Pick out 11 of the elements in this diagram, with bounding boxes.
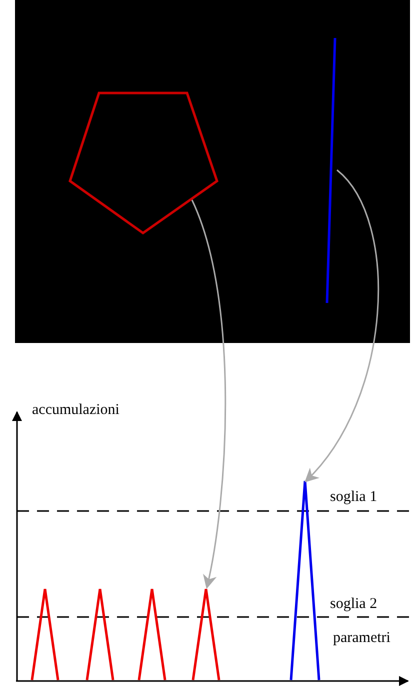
histogram-peak	[86, 588, 114, 680]
axis-title: accumulazioni	[32, 403, 120, 418]
histogram-peak	[192, 588, 220, 680]
histogram-peak	[138, 588, 166, 680]
pentagon-shape	[70, 93, 217, 233]
curved-arrow	[304, 169, 379, 482]
histogram-peak	[31, 588, 59, 680]
histogram-peak	[290, 480, 320, 680]
curved-arrow	[191, 200, 226, 589]
image-panel	[15, 0, 410, 343]
line-segment	[323, 38, 339, 303]
